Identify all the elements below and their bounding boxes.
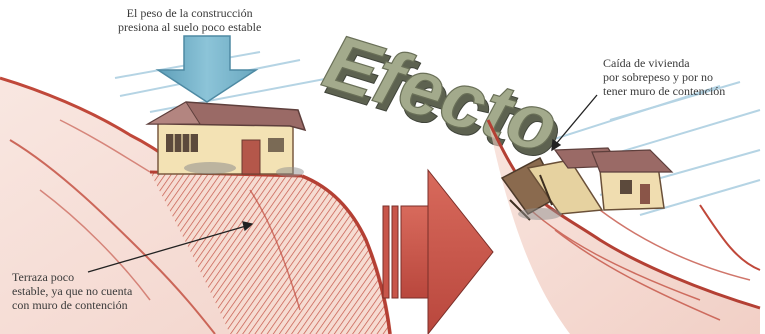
weight-caption-line-1: El peso de la construcción xyxy=(118,6,261,20)
collapse-caption-line-2: por sobrepeso y por no xyxy=(603,70,725,84)
terrace-caption-line-2: estable, ya que no cuenta xyxy=(12,284,132,298)
weight-caption: El peso de la construcción presiona al s… xyxy=(118,6,261,34)
stable-house xyxy=(148,102,305,177)
effect-title: Efecto Efecto xyxy=(315,17,573,178)
pressure-down-arrow xyxy=(158,36,256,102)
terrace-caption-line-3: con muro de contención xyxy=(12,298,132,312)
transition-right-arrow xyxy=(383,170,493,334)
terrace-caption-line-1: Terraza poco xyxy=(12,270,132,284)
effect-title-face: Efecto xyxy=(315,17,569,171)
collapse-caption: Caída de vivienda por sobrepeso y por no… xyxy=(603,56,725,98)
weight-caption-line-2: presiona al suelo poco estable xyxy=(118,20,261,34)
collapse-caption-line-3: tener muro de contención xyxy=(603,84,725,98)
terrace-caption: Terraza poco estable, ya que no cuenta c… xyxy=(12,270,132,312)
collapse-caption-line-1: Caída de vivienda xyxy=(603,56,725,70)
